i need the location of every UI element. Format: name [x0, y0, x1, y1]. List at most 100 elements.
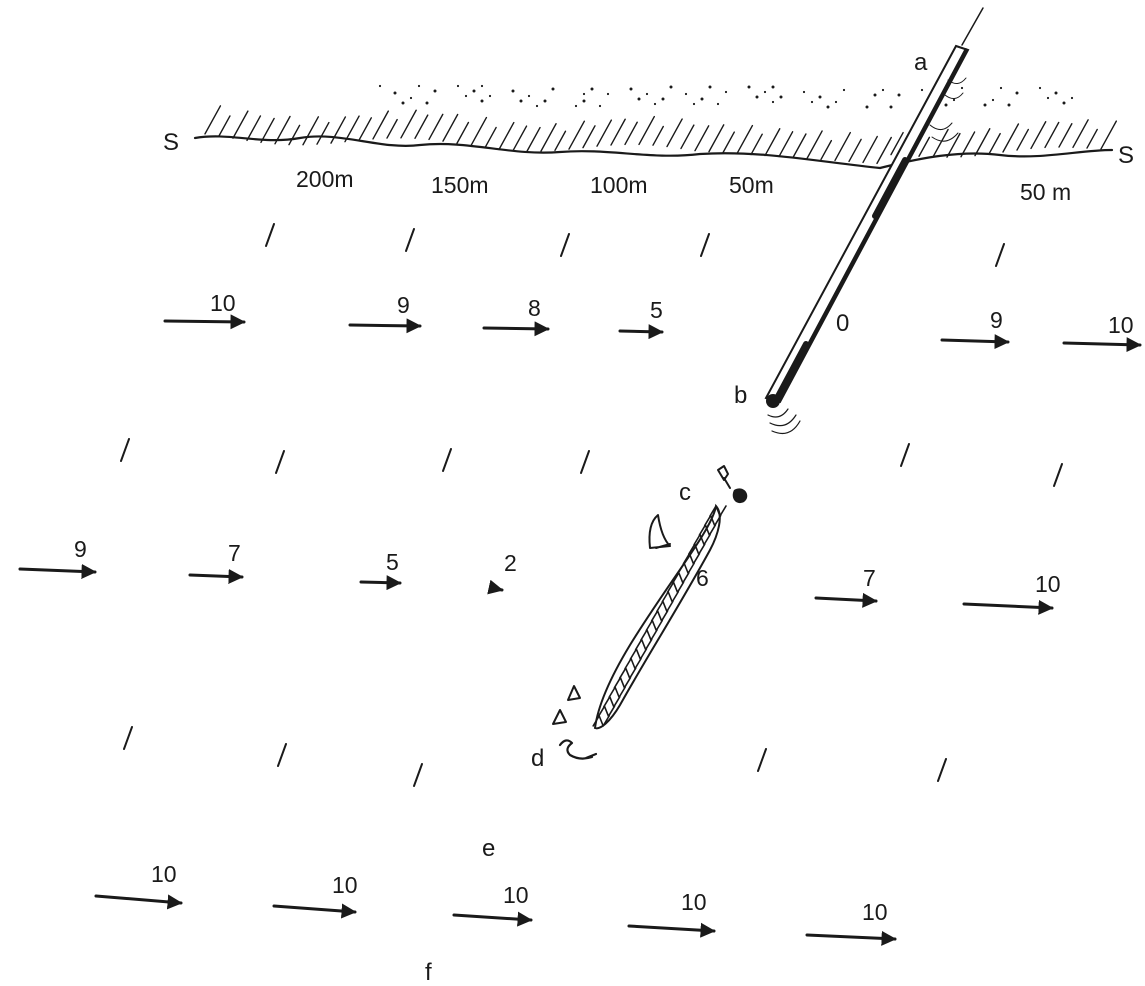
- beach-hatch-line: [764, 128, 781, 157]
- dune-speck: [535, 104, 539, 108]
- beach-hatch-line: [400, 109, 417, 139]
- beach-hatch-line: [246, 115, 262, 142]
- dune-speck: [755, 95, 759, 99]
- bar-hatch-mark: [650, 610, 669, 622]
- beach-hatch-line: [232, 110, 249, 139]
- dune-speck: [527, 94, 531, 98]
- shore-label-right: S: [1118, 142, 1134, 169]
- row2-value-5: 6: [696, 565, 709, 591]
- dune-speck: [826, 105, 830, 109]
- dune-speck: [991, 98, 995, 102]
- dune-speck: [1054, 91, 1058, 95]
- beach-hatch-line: [330, 116, 347, 144]
- bar-hatch-mark: [656, 600, 674, 613]
- row3-value-4: 10: [681, 889, 707, 915]
- dune-speck: [582, 99, 586, 103]
- arrow-row-3: 10 10 10 10 10: [94, 861, 897, 946]
- dune-speck: [724, 90, 728, 94]
- wave-crest-tick: [265, 223, 275, 247]
- beach-hatch-line: [848, 138, 862, 163]
- dune-speck: [960, 86, 964, 90]
- beach-hatch-line: [260, 117, 275, 144]
- row2-value-2: 7: [228, 540, 241, 566]
- wave-crest-tick: [580, 450, 590, 474]
- row2-value-7: 10: [1035, 571, 1061, 597]
- beach-hatch-line: [596, 119, 613, 147]
- bar-hatch-mark: [613, 676, 632, 689]
- beach-hatch-line: [1100, 120, 1118, 150]
- beach-hatch-line: [624, 121, 638, 146]
- wave-crest-tick: [995, 243, 1005, 267]
- bar-hatch-mark: [597, 705, 616, 718]
- beach-hatch-line: [344, 115, 360, 143]
- dune-speck: [425, 101, 429, 105]
- dune-speck: [771, 100, 775, 104]
- beach-hatch-line: [694, 125, 710, 152]
- bar-hatch-mark: [682, 552, 701, 565]
- dune-speck: [551, 87, 555, 91]
- beach-hatch-line: [1016, 128, 1030, 151]
- dune-speck: [692, 102, 696, 106]
- beach-hatch-line: [1086, 128, 1098, 149]
- dune-speck: [708, 85, 712, 89]
- beach-hatch-line: [708, 124, 725, 153]
- dune-speck: [771, 85, 775, 89]
- dune-speck: [983, 103, 987, 107]
- dune-speck: [897, 93, 901, 97]
- dune-speck: [881, 88, 885, 92]
- beach-hatch-line: [540, 123, 557, 152]
- dune-speck: [653, 102, 657, 106]
- dune-speck: [637, 97, 641, 101]
- dune-speck: [456, 84, 460, 88]
- dune-speck: [511, 89, 515, 93]
- distance-50m-left: 50m: [729, 172, 774, 198]
- row2-value-1: 9: [74, 536, 87, 562]
- beach-hatch-line: [372, 110, 389, 140]
- bar-hatch-mark: [592, 715, 610, 727]
- groyne-value: 0: [836, 310, 849, 337]
- bar-hatch-mark: [645, 619, 664, 632]
- beach-hatch-line: [610, 118, 626, 146]
- dune-speck: [763, 90, 767, 94]
- wave-crest-tick: [120, 438, 130, 462]
- bar-hatch-mark: [687, 543, 706, 555]
- bar-hatch-mark: [603, 696, 621, 708]
- row1-value-2: 9: [397, 292, 410, 318]
- wave-crest-tick: [413, 763, 423, 787]
- beach-hatch-line: [974, 128, 991, 157]
- dune-speck: [645, 92, 649, 96]
- point-a: a: [914, 49, 928, 76]
- row3-value-2: 10: [332, 872, 358, 898]
- dune-speck: [889, 105, 893, 109]
- dune-speck: [574, 104, 578, 108]
- dune-speck: [488, 94, 492, 98]
- dune-speck: [433, 89, 437, 93]
- beach-hatch-line: [204, 105, 222, 135]
- dune-speck: [606, 92, 610, 96]
- dune-speck: [1070, 96, 1074, 100]
- wave-crest-tick: [123, 726, 133, 750]
- dune-speck: [810, 100, 814, 104]
- beach-hatch-line: [1030, 121, 1047, 150]
- dune-speck: [802, 90, 806, 94]
- beach-hatch-line: [722, 131, 736, 154]
- beach-hatch-line: [414, 114, 429, 139]
- bar-hatch-mark: [629, 648, 648, 660]
- beach-hatch-line: [582, 125, 596, 149]
- distance-100m: 100m: [590, 172, 648, 198]
- beach-hatch-line: [652, 125, 664, 146]
- dune-speck: [629, 87, 633, 91]
- beach-hatch-line: [288, 124, 301, 146]
- dune-speck: [1038, 86, 1042, 90]
- beach-hatch-line: [680, 124, 695, 150]
- row2-value-4: 2: [504, 550, 517, 576]
- dune-speck: [519, 99, 523, 103]
- row2-value-3: 5: [386, 549, 399, 575]
- dune-speck: [598, 104, 602, 108]
- row1-value-6: 10: [1108, 312, 1134, 338]
- beach-dunes: [378, 84, 1074, 109]
- bar-hatch-mark: [693, 533, 711, 546]
- dune-speck: [747, 85, 751, 89]
- dune-speck: [480, 99, 484, 103]
- wave-crest-tick: [1053, 463, 1063, 487]
